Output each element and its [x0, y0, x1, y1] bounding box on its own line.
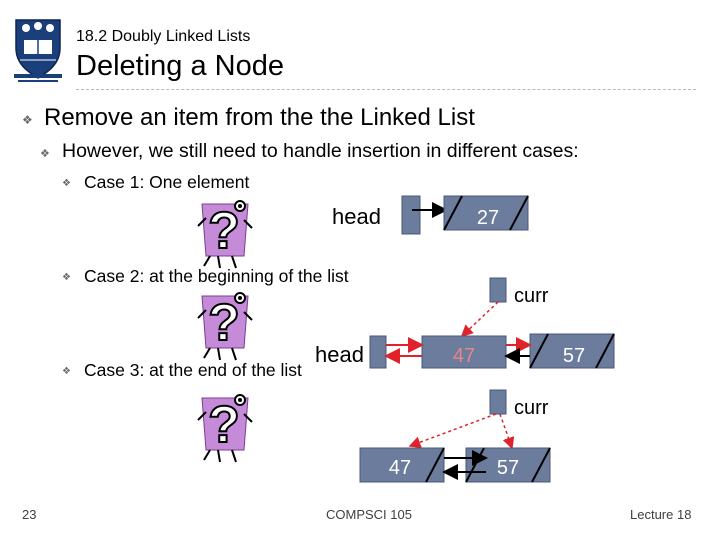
case2-head-label: head [315, 342, 364, 367]
bullet-marker-icon: ❖ [22, 113, 33, 127]
slide-number: 23 [22, 507, 37, 522]
case3-first-node-value: 47 [389, 457, 411, 479]
bullet-case1-text: Case 1: One element [84, 172, 250, 192]
case1-null-prev [443, 195, 463, 231]
case2-second-node-value: 57 [563, 345, 585, 367]
case2-second-prev-slash [529, 333, 549, 369]
bullet-marker-icon: ❖ [62, 272, 71, 283]
case3-second-null-next [531, 447, 551, 483]
case3-curr-to-first-arrow [408, 413, 497, 448]
title-divider [76, 89, 696, 90]
case3-curr-pointer-box [489, 389, 507, 415]
bullet-case2-text: Case 2: at the beginning of the list [84, 266, 349, 286]
footer-lecture: Lecture 18 [630, 507, 692, 522]
question-mascot-icon [197, 394, 253, 463]
case1-head-pointer-box [401, 195, 421, 235]
case2-second-null-next [595, 333, 615, 369]
section-subtitle: 18.2 Doubly Linked Lists [76, 28, 251, 45]
case3-curr-to-second-arrow [499, 413, 515, 450]
bullet-case3-text: Case 3: at the end of the list [84, 360, 302, 380]
case2-curr-arrow [460, 301, 499, 338]
case2-curr-pointer-box [489, 277, 507, 303]
case1-head-label: head [332, 204, 381, 229]
question-mascot-icon [197, 292, 253, 361]
case2-head-pointer-box [369, 335, 387, 369]
question-mascot-icon [197, 200, 253, 269]
university-crest-logo [10, 14, 66, 84]
case3-first-next-slash [425, 447, 445, 483]
bullet-marker-icon: ❖ [62, 178, 71, 189]
case1-node-value: 27 [477, 207, 499, 229]
case3-curr-label: curr [514, 397, 549, 419]
case3-second-node-value: 57 [497, 457, 519, 479]
bullet-level1-text: Remove an item from the the Linked List [44, 104, 475, 131]
case1-null-next [509, 195, 529, 231]
case2-first-node-value: 47 [453, 345, 475, 367]
case2-curr-label: curr [514, 285, 549, 307]
bullet-level2-text: However, we still need to handle inserti… [62, 140, 579, 162]
bullet-marker-icon: ❖ [62, 366, 71, 377]
slide-title: Deleting a Node [76, 50, 284, 82]
footer-course: COMPSCI 105 [326, 507, 412, 522]
bullet-marker-icon: ❖ [40, 147, 50, 160]
